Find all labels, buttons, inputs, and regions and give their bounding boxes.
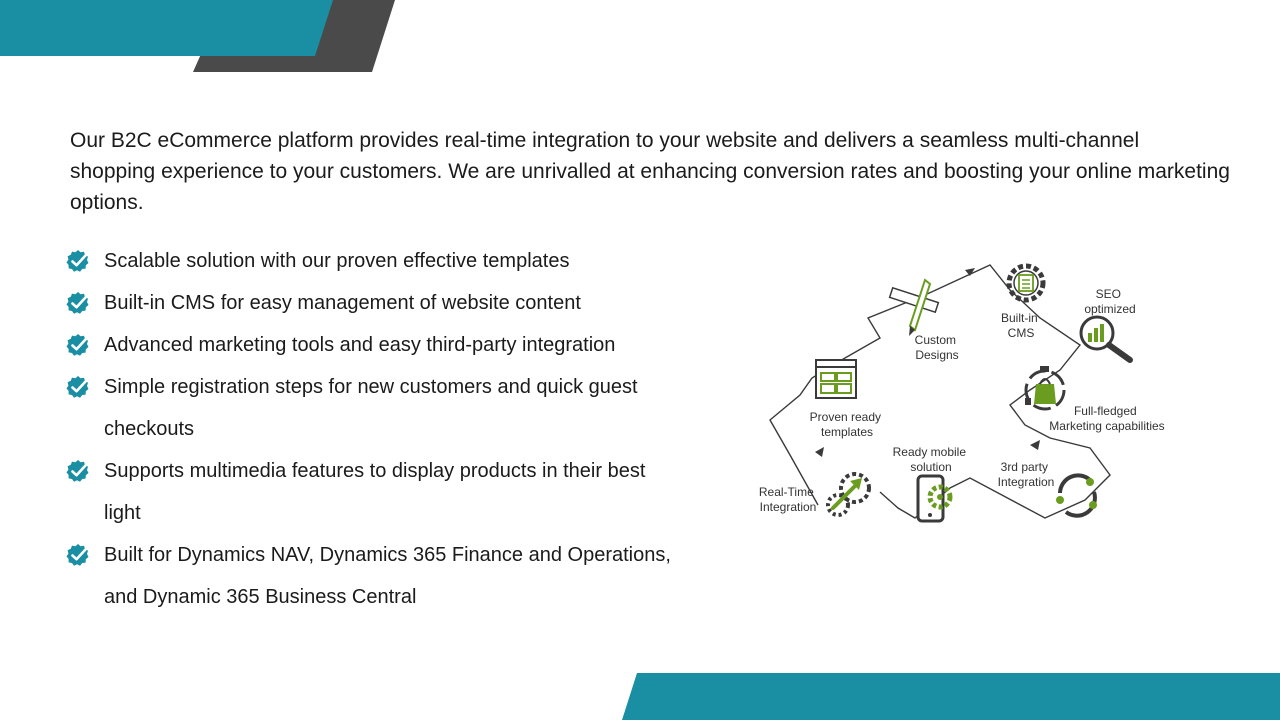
teal-check-badge-icon [66, 543, 90, 567]
arrow-head-icon [965, 268, 975, 276]
integration-cycle-icon [1056, 473, 1097, 518]
realtime-label: Real-Time Integration [759, 485, 817, 514]
magnifier-chart-icon [1079, 315, 1133, 363]
pencil-ruler-icon [888, 278, 940, 336]
marketing-label: Full-fledged Marketing capabilities [1049, 404, 1164, 433]
mobile-label: Ready mobile solution [893, 445, 970, 474]
feature-text: Built-in CMS for easy management of webs… [104, 292, 581, 314]
feature-text: Scalable solution with our proven effect… [104, 250, 570, 272]
shopping-bag-marketing-icon [1024, 366, 1066, 411]
cms-label: Built-in CMS [1001, 311, 1041, 340]
feature-cycle-diagram: Real-Time Integration Proven ready templ… [759, 263, 1165, 523]
custom-designs-label: Custom Designs [915, 333, 960, 362]
template-layout-icon [815, 359, 857, 399]
top-teal-banner [0, 0, 333, 56]
mobile-phone-gear-icon [916, 474, 953, 523]
arrow-head-icon [1030, 440, 1040, 450]
gear-document-icon [1006, 263, 1046, 303]
feature-text: Simple registration steps for new custom… [104, 376, 638, 440]
feature-item: Supports multimedia features to display … [66, 450, 686, 534]
feature-item: Simple registration steps for new custom… [66, 366, 686, 450]
teal-check-badge-icon [66, 459, 90, 483]
feature-item: Scalable solution with our proven effect… [66, 240, 686, 282]
feature-item: Built-in CMS for easy management of webs… [66, 282, 686, 324]
gears-arrow-icon [826, 472, 871, 517]
feature-item: Built for Dynamics NAV, Dynamics 365 Fin… [66, 534, 686, 618]
teal-check-badge-icon [66, 375, 90, 399]
bottom-teal-banner [622, 673, 1280, 720]
intro-paragraph: Our B2C eCommerce platform provides real… [70, 129, 1230, 214]
feature-item: Advanced marketing tools and easy third-… [66, 324, 686, 366]
third-party-label: 3rd party Integration [998, 460, 1055, 489]
teal-check-badge-icon [66, 249, 90, 273]
templates-label: Proven ready templates [810, 410, 885, 439]
feature-list: Scalable solution with our proven effect… [66, 240, 686, 618]
teal-check-badge-icon [66, 333, 90, 357]
feature-text: Advanced marketing tools and easy third-… [104, 334, 616, 356]
feature-text: Built for Dynamics NAV, Dynamics 365 Fin… [104, 544, 671, 608]
arrow-head-icon [815, 447, 824, 457]
feature-text: Supports multimedia features to display … [104, 460, 646, 524]
seo-label: SEO optimized [1084, 287, 1135, 316]
teal-check-badge-icon [66, 291, 90, 315]
